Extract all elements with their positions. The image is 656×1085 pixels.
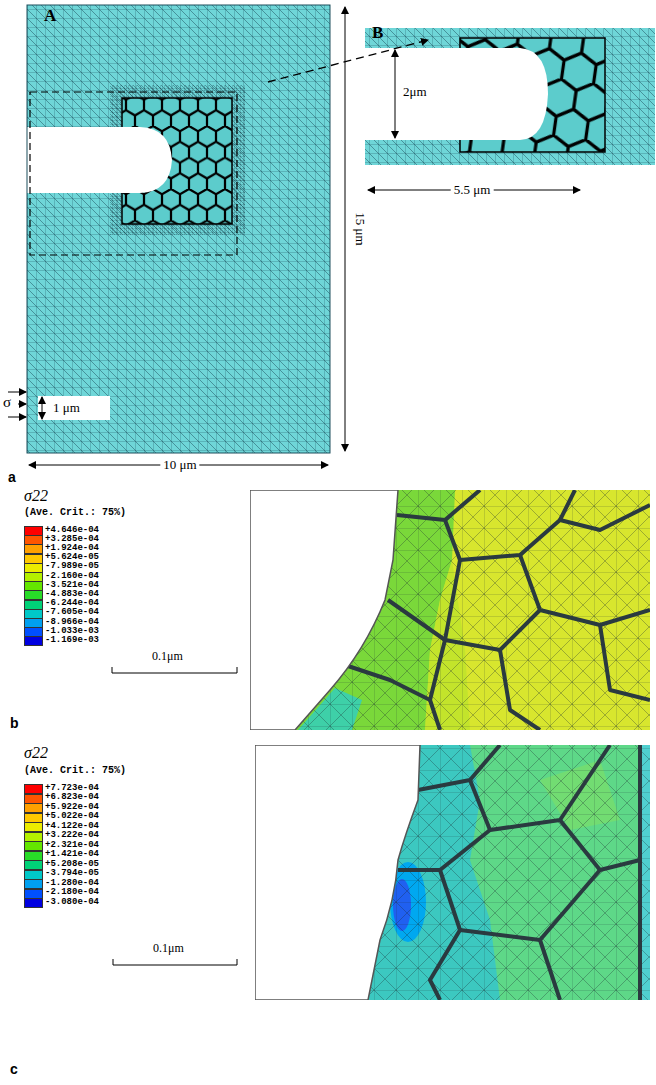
legend-value: -8.966e-04 [45,618,99,627]
panel-letter: c [10,1062,18,1077]
legend-swatch [24,832,43,842]
legend-value: +5.922e-04 [45,803,99,812]
dimension-label: 10 μm [160,458,199,472]
legend-value: +1.924e-04 [45,544,99,553]
scale-bars [112,667,237,965]
legend-value: -7.989e-05 [45,562,99,571]
legend-swatch [24,879,43,889]
legend-swatch [24,636,43,646]
dimension-label: 2μm [403,85,427,99]
mesh-panel-a [27,5,330,453]
stress-symbol: σ [3,394,11,411]
dimension-label: 5.5 μm [451,183,494,197]
legend-value: -3.080e-04 [45,898,99,907]
legend-subtitle: (Ave. Crit.: 75%) [24,765,126,776]
legend-value: +3.285e-04 [45,535,99,544]
legend-swatch [24,794,43,804]
contour-plot-c [255,745,650,1000]
legend-value: +2.321e-04 [45,841,99,850]
legend-swatch [24,870,43,880]
legend-value: +1.421e-04 [45,850,99,859]
legend-swatch [24,889,43,899]
legend-value: +3.222e-04 [45,831,99,840]
legend-value: -4.883e-04 [45,590,99,599]
legend-value: -1.280e-04 [45,879,99,888]
legend-value: -7.605e-04 [45,608,99,617]
inset-dimensions [268,40,580,190]
legend-value: +5.022e-04 [45,812,99,821]
legend-value: -6.244e-04 [45,599,99,608]
legend-value: +4.646e-04 [45,526,99,535]
legend-swatch [24,822,43,832]
legend-title: σ22 [24,487,48,505]
legend-swatch [24,784,43,794]
panel-letter: b [10,716,19,731]
legend-value: +5.624e-05 [45,553,99,562]
legend-value: +4.122e-04 [45,822,99,831]
legend-swatch [24,813,43,823]
legend-value: +6.823e-04 [45,793,99,802]
legend-swatch [24,860,43,870]
legend-subtitle: (Ave. Crit.: 75%) [24,507,126,518]
scale-label: 0.1μm [152,650,183,663]
legend-value: -3.794e-05 [45,869,99,878]
scale-label: 0.1μm [153,942,184,955]
legend-value: +5.208e-05 [45,860,99,869]
legend-swatch [24,851,43,861]
panel-letter: a [8,470,16,485]
mesh-inset-b [365,28,655,165]
legend-value: -2.160e-04 [45,572,99,581]
contour-plot-b [250,490,650,730]
legend-swatch [24,898,43,908]
panel-letter: B [372,24,383,43]
legend-value: -1.169e-03 [45,636,99,645]
legend-value: -2.180e-04 [45,888,99,897]
legend-value: +7.723e-04 [45,784,99,793]
legend-swatch [24,841,43,851]
dimension-label: 1 μm [50,401,83,415]
legend-value: -1.033e-03 [45,627,99,636]
legend-value: -3.521e-04 [45,581,99,590]
panel-letter: A [44,7,56,26]
legend-title: σ22 [24,744,48,762]
legend-swatch [24,803,43,813]
dimension-label: 15 μm [353,209,367,248]
